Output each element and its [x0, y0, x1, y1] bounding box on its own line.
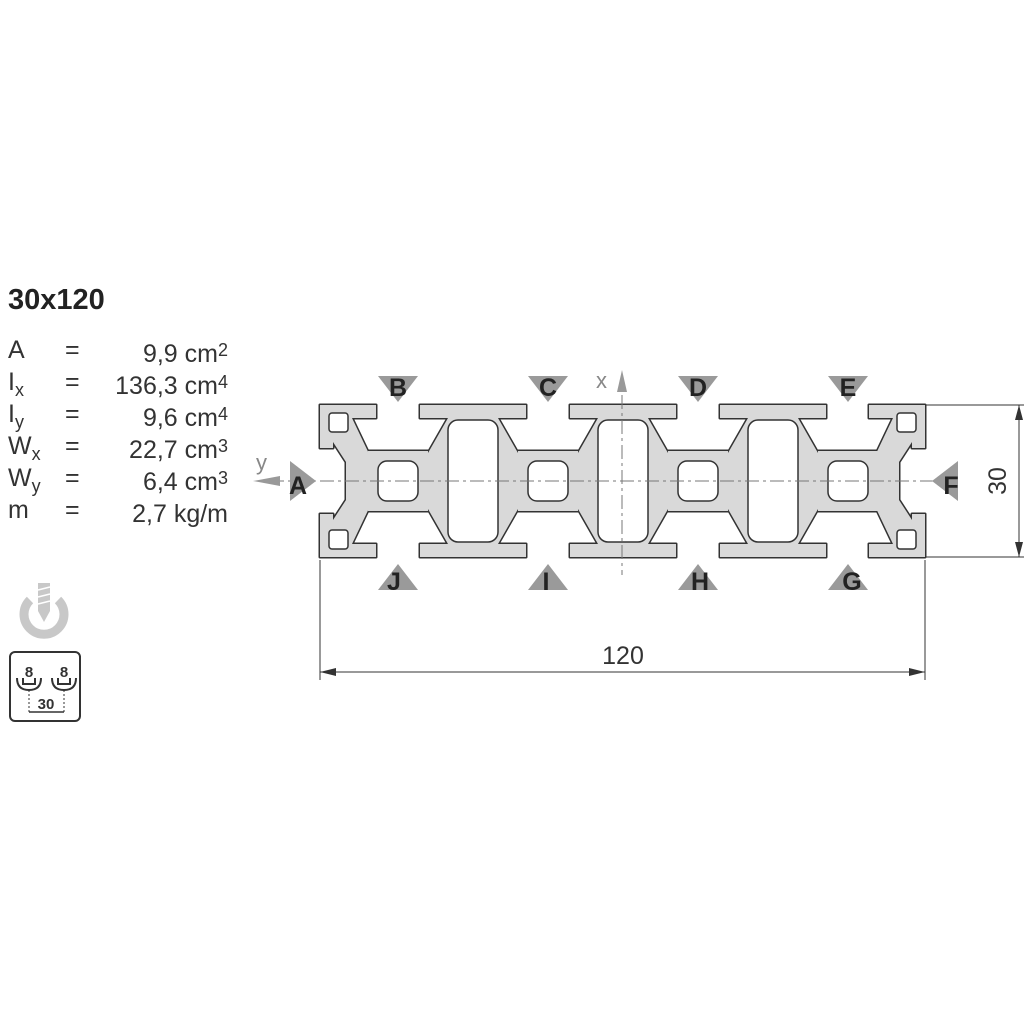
equals-sign: =: [65, 496, 80, 524]
property-symbol: m: [8, 496, 29, 524]
property-symbol: Ix: [8, 368, 24, 400]
equals-sign: =: [65, 464, 80, 492]
slot-label-d: D: [689, 374, 707, 402]
slot-label-h: H: [691, 568, 709, 596]
slot-label-b: B: [389, 374, 407, 402]
y-axis-label: y: [256, 450, 267, 475]
width-dimension: 120: [602, 642, 644, 670]
height-dimension: 30: [984, 467, 1012, 495]
slot-label-j: J: [387, 568, 401, 596]
slot-label-f: F: [943, 472, 958, 500]
property-value: 136,3 cm4: [115, 372, 228, 400]
slot-label-g: G: [842, 568, 861, 596]
property-symbol: Wx: [8, 432, 41, 464]
equals-sign: =: [65, 368, 80, 396]
dimension-lines: [319, 404, 1024, 680]
profile-title: 30x120: [8, 284, 105, 316]
property-value: 6,4 cm3: [142, 468, 228, 496]
slot-label-c: C: [539, 374, 557, 402]
slot-markers: [290, 376, 958, 590]
equals-sign: =: [65, 432, 80, 460]
equals-sign: =: [65, 400, 80, 428]
slot-label-i: I: [543, 568, 550, 596]
slot-label-e: E: [840, 374, 857, 402]
property-value: 9,6 cm4: [142, 404, 228, 432]
x-axis-arrow-icon: [617, 370, 627, 392]
x-axis-label: x: [596, 368, 607, 393]
equals-sign: =: [65, 336, 80, 364]
y-axis-arrow-icon: [253, 476, 280, 486]
svg-text:30: 30: [38, 696, 55, 713]
property-symbol: A: [8, 336, 25, 364]
property-value: 22,7 cm3: [129, 436, 228, 464]
slot-label-a: A: [289, 472, 307, 500]
svg-text:8: 8: [60, 664, 68, 681]
slot-spacing-icon: 8 8 30: [9, 651, 81, 722]
property-symbol: Iy: [8, 400, 24, 432]
property-symbol: Wy: [8, 464, 41, 496]
svg-text:8: 8: [25, 664, 33, 681]
screw-icon: [19, 583, 69, 639]
property-value: 2,7 kg/m: [132, 500, 228, 528]
property-value: 9,9 cm2: [142, 340, 228, 368]
